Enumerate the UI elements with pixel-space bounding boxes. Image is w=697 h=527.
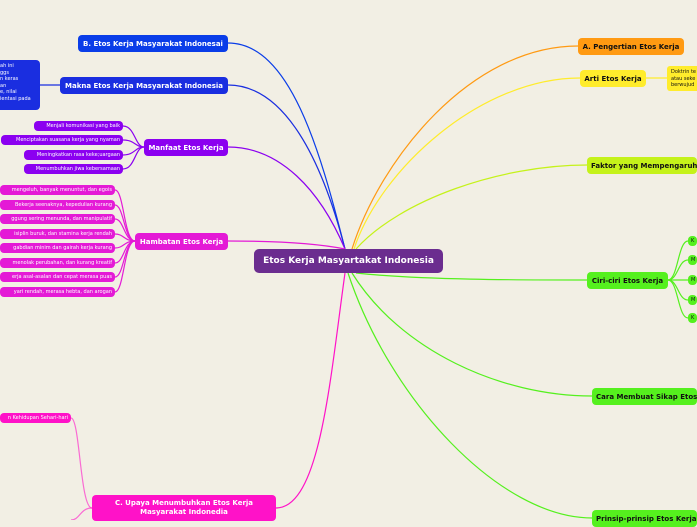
link-faktor (355, 164, 588, 250)
manfaat-item[interactable]: Meningkatkan rasa keke;uargaan (24, 150, 123, 160)
ciri-item[interactable]: K (688, 313, 697, 323)
ciri-item[interactable]: M (688, 275, 697, 285)
node-c-upaya[interactable]: C. Upaya Menumbuhkan Etos Kerja Masyarak… (92, 495, 276, 521)
node-makna[interactable]: Makna Etos Kerja Masyarakat Indonesia (60, 77, 228, 94)
note-arti[interactable]: Doktrin te atau seke berwujud (667, 66, 697, 91)
hambatan-item[interactable]: Bekerja seenaknya, kepedulian kurang (0, 200, 115, 210)
link-cara (351, 272, 593, 397)
hambatan-item[interactable]: gabdian minim dan gairah kerja kurang (0, 243, 115, 253)
manfaat-item[interactable]: Menciptakan suasana kerja yang nyaman (1, 135, 123, 145)
hambatan-item[interactable]: menolak perubahan, dan kurang kreatif (0, 258, 115, 268)
link-c (275, 272, 346, 509)
note-makna[interactable]: ah ini ggs n keras an e, nilai ientasi p… (0, 60, 40, 110)
ciri-item[interactable]: K (688, 236, 697, 246)
hambatan-item[interactable]: erja asal-asalan dan cepat merasa puas (0, 272, 115, 282)
node-prinsip[interactable]: Prinsip-prinsip Etos Kerja (592, 510, 697, 527)
link-arti (353, 77, 581, 250)
link-prinsip (347, 272, 593, 519)
node-cara[interactable]: Cara Membuat Sikap Etos (592, 388, 697, 405)
link-b (227, 42, 346, 250)
hambatan-item[interactable]: mengeluh, banyak menuntut, dan egois (0, 185, 115, 195)
hambatan-item[interactable]: ggung sering menunda, dan manipulatif (0, 214, 115, 224)
node-hambatan[interactable]: Hambatan Etos Kerja (135, 233, 228, 250)
ciri-item[interactable]: M (688, 255, 697, 265)
link-hambatan (227, 240, 346, 250)
link-ciri (355, 272, 588, 281)
node-b-etos-kerja[interactable]: B. Etos Kerja Masyarakat Indonesai (78, 35, 228, 52)
upaya-item[interactable]: n Kehidupan Sehari-hari (0, 413, 71, 423)
node-manfaat[interactable]: Manfaat Etos Kerja (144, 139, 228, 156)
ciri-item[interactable]: M (688, 295, 697, 305)
link-manfaat (227, 146, 346, 250)
node-a-pengertian[interactable]: A. Pengertian Etos Kerja (578, 38, 684, 55)
node-ciri[interactable]: Ciri-ciri Etos Kerja (587, 272, 668, 289)
manfaat-item[interactable]: Menjali komunikasi yang baik (34, 121, 123, 131)
node-faktor[interactable]: Faktor yang Mempengaruh (587, 157, 697, 174)
hambatan-item[interactable]: isiplin buruk, dan stamina kerja rendah (0, 229, 115, 239)
link-makna (227, 84, 346, 250)
central-topic[interactable]: Etos Kerja Masyartakat Indonesia (254, 249, 443, 273)
node-arti[interactable]: Arti Etos Kerja (580, 70, 646, 87)
link-a (351, 45, 579, 250)
hambatan-item[interactable]: yari rendah, merasa hebta, dan arogan (0, 287, 115, 297)
manfaat-item[interactable]: Menumbuhkan jiwa kebersamaan (24, 164, 123, 174)
